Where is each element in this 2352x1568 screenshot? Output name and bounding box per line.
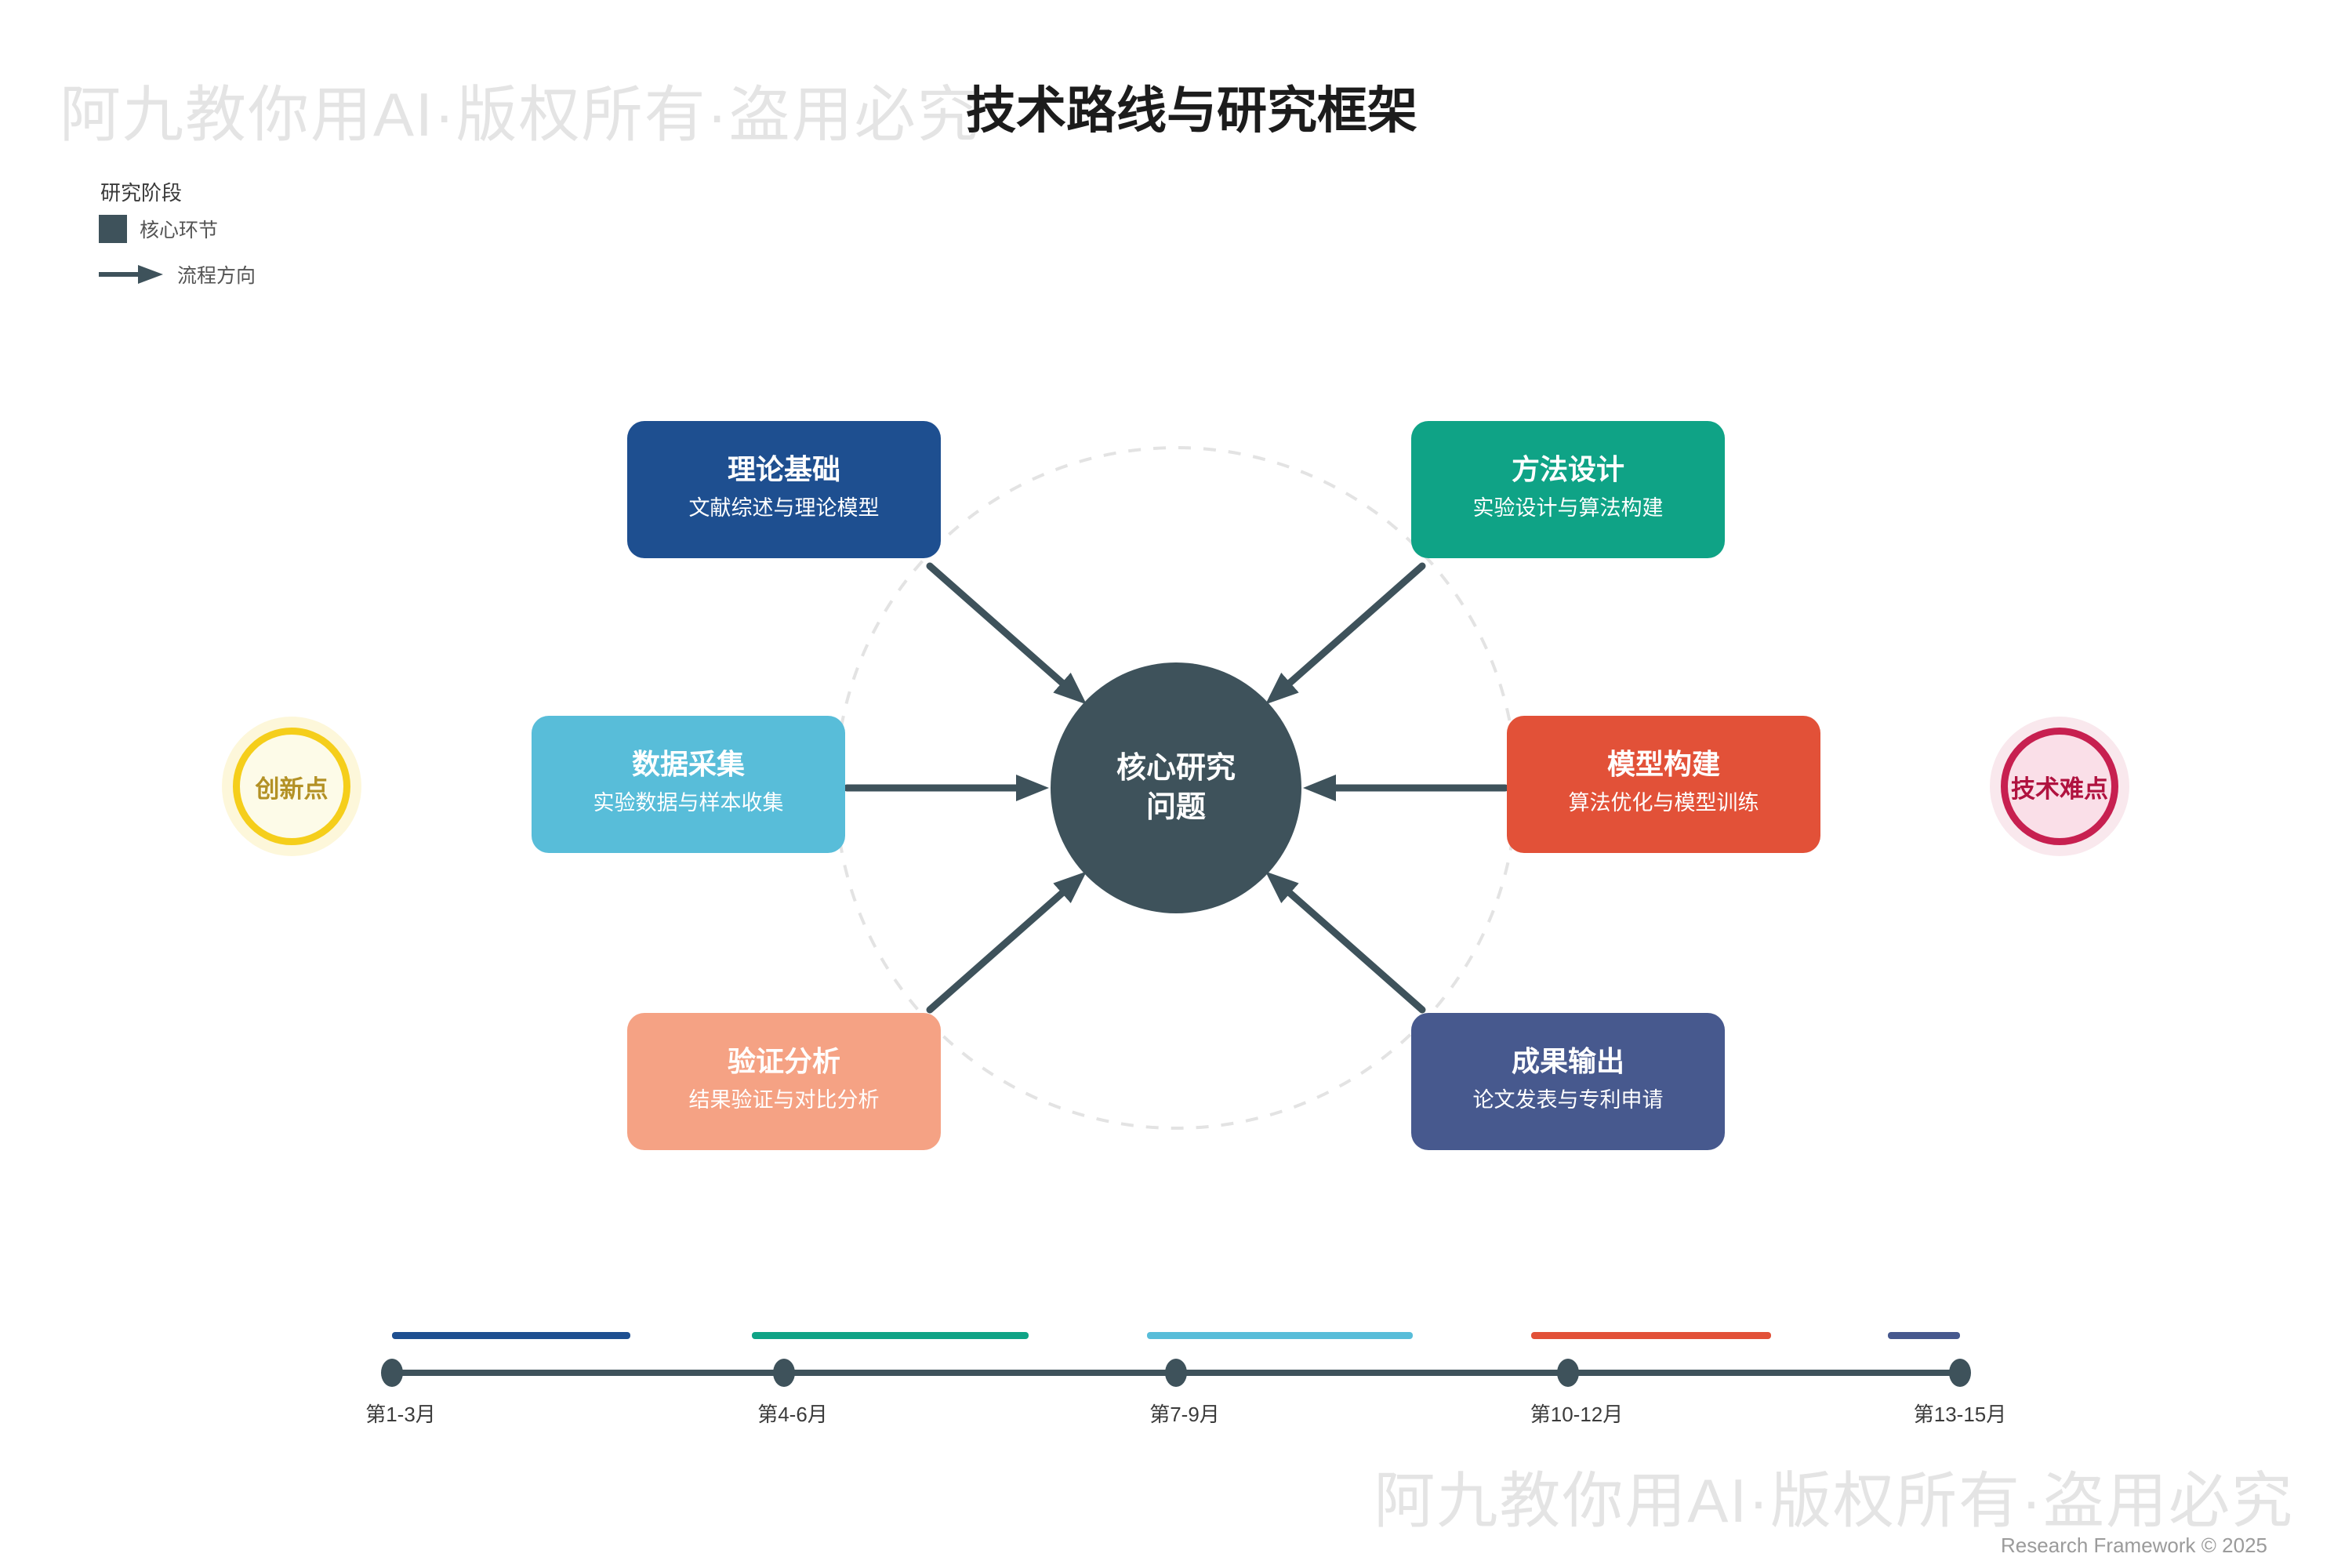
difficulty-badge: 技术难点 <box>2001 728 2118 845</box>
node-data-title: 数据采集 <box>631 748 745 780</box>
innovation-badge: 创新点 <box>233 728 350 845</box>
node-method-subtitle: 实验设计与算法构建 <box>1472 496 1664 521</box>
credit-text: Research Framework © 2025 <box>2001 1534 2267 1557</box>
legend-item-flow-direction: 流程方向 <box>99 260 256 289</box>
watermark-bottom: 阿九教你用AI·版权所有·盗用必究 <box>1374 1466 2294 1535</box>
core-stage-swatch <box>99 215 127 243</box>
node-theory-title: 理论基础 <box>727 453 840 485</box>
node-data-subtitle: 实验数据与样本收集 <box>593 791 784 815</box>
node-model: 模型构建 算法优化与模型训练 <box>1507 716 1820 853</box>
node-validate-subtitle: 结果验证与对比分析 <box>688 1088 880 1112</box>
node-method: 方法设计 实验设计与算法构建 <box>1411 421 1725 558</box>
arrow-theory-to-core <box>926 562 1087 705</box>
legend-core-label: 核心环节 <box>140 220 219 241</box>
timeline-dot-3 <box>1165 1359 1187 1387</box>
timeline-label-3: 第7-9月 <box>1149 1403 1220 1426</box>
node-validate-title: 验证分析 <box>727 1045 840 1077</box>
node-output-title: 成果输出 <box>1511 1045 1624 1077</box>
timeline-label-4: 第10-12月 <box>1530 1403 1624 1426</box>
node-model-title: 模型构建 <box>1606 748 1720 780</box>
timeline-bar-phase1 <box>392 1332 630 1339</box>
timeline-label-5: 第13-15月 <box>1913 1403 2007 1426</box>
node-output-subtitle: 论文发表与专利申请 <box>1472 1088 1664 1112</box>
timeline-bar-phase3 <box>1147 1332 1413 1339</box>
flow-direction-arrow-icon <box>99 265 163 284</box>
timeline-dot-5 <box>1949 1359 1971 1387</box>
watermark-top: 阿九教你用AI·版权所有·盗用必究 <box>60 80 980 149</box>
core-problem-circle: 核心研究 问题 <box>1051 662 1301 913</box>
arrow-method-to-core <box>1265 562 1426 705</box>
timeline-bar-phase2 <box>752 1332 1029 1339</box>
node-validate: 验证分析 结果验证与对比分析 <box>627 1013 941 1150</box>
timeline-label-2: 第4-6月 <box>757 1403 828 1426</box>
timeline-bar-phase4 <box>1531 1332 1771 1339</box>
node-method-title: 方法设计 <box>1511 453 1624 485</box>
node-model-subtitle: 算法优化与模型训练 <box>1568 791 1759 815</box>
arrow-output-to-core <box>1265 871 1426 1014</box>
timeline-bar-phase5 <box>1888 1332 1960 1339</box>
node-data: 数据采集 实验数据与样本收集 <box>532 716 845 853</box>
arrow-validate-to-core <box>926 871 1087 1014</box>
innovation-badge-label: 创新点 <box>255 775 328 803</box>
timeline-label-1: 第1-3月 <box>365 1403 436 1426</box>
node-theory: 理论基础 文献综述与理论模型 <box>627 421 941 558</box>
timeline-dot-4 <box>1557 1359 1579 1387</box>
timeline-dot-2 <box>773 1359 795 1387</box>
legend-flow-label: 流程方向 <box>177 265 256 287</box>
timeline-dot-1 <box>381 1359 403 1387</box>
core-problem-label-line2: 问题 <box>1145 791 1206 824</box>
page-title: 技术路线与研究框架 <box>966 82 1417 139</box>
legend-title: 研究阶段 <box>100 181 183 205</box>
node-theory-subtitle: 文献综述与理论模型 <box>688 496 880 521</box>
legend-item-core-stage: 核心环节 <box>99 215 218 243</box>
node-output: 成果输出 论文发表与专利申请 <box>1411 1013 1725 1150</box>
core-problem-label-line1: 核心研究 <box>1116 752 1236 785</box>
difficulty-badge-label: 技术难点 <box>2011 775 2108 803</box>
